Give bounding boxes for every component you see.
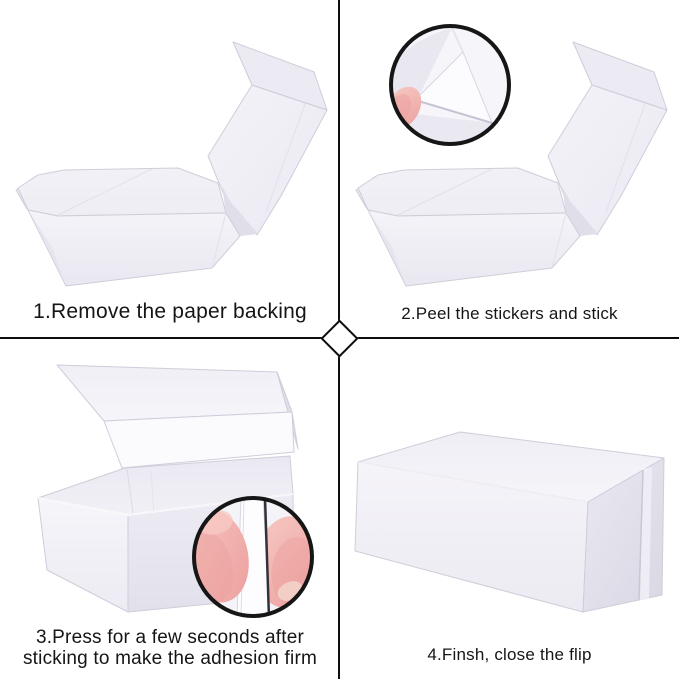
closed-box [354,431,665,613]
collapsed-box-illustration [15,41,328,287]
lid-top [56,364,293,422]
step-4-caption: 4.Finsh, close the flip [340,645,679,664]
step-2-panel: 2.Peel the stickers and stick [340,0,679,338]
magnetic-flap-seam [640,467,652,600]
step-3-caption-line: sticking to make the adhesion firm [22,648,318,669]
closeup-ring [192,496,314,618]
lid-inner-flap [103,411,295,469]
step-3-caption: 3.Press for a few seconds after sticking… [0,627,340,669]
peel-sticker-illustration [355,24,668,287]
closed-box-illustration [354,431,665,613]
step-1-caption-line: 1.Remove the paper backing [33,300,307,323]
box-left-face [37,497,129,613]
step-4-panel: 4.Finsh, close the flip [340,338,679,679]
closeup-ring [389,24,511,146]
collapsed-box [15,41,328,287]
open-box-illustration [37,364,314,618]
lid-flap-tip [232,41,328,111]
peel-closeup-circle [389,24,511,146]
step-3-panel: 3.Press for a few seconds after sticking… [0,338,340,679]
box-front-face [27,209,241,287]
press-closeup-circle [192,496,314,618]
box-top-face [17,167,227,217]
collapsed-box [355,41,668,287]
step-2-caption: 2.Peel the stickers and stick [340,304,679,323]
step-1-caption: 1.Remove the paper backing [0,301,340,323]
step-3-caption-line: 3.Press for a few seconds after [35,627,305,648]
step-4-caption-line: 4.Finsh, close the flip [427,645,592,664]
step-1-panel: 1.Remove the paper backing [0,0,340,338]
step-2-caption-line: 2.Peel the stickers and stick [401,304,618,323]
lid-flap-tip [572,41,668,111]
